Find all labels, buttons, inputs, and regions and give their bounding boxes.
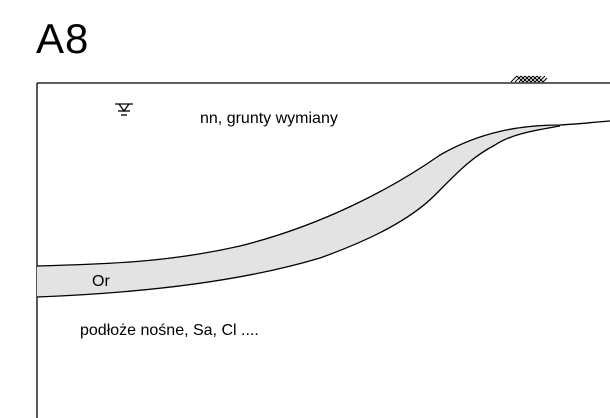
organic-layer-bottom-boundary [36, 125, 561, 298]
ground-hatch-icon [509, 75, 549, 84]
bearing-subsoil-label: podłoże nośne, Sa, Cl .... [80, 322, 259, 339]
top-layer-label: nn, grunty wymiany [200, 110, 338, 127]
organic-layer-top-boundary [36, 120, 610, 267]
organic-layer [37, 121, 610, 297]
water-table-icon [115, 103, 133, 116]
organic-layer-label: Or [92, 273, 110, 290]
diagram-title: A8 [36, 15, 90, 62]
